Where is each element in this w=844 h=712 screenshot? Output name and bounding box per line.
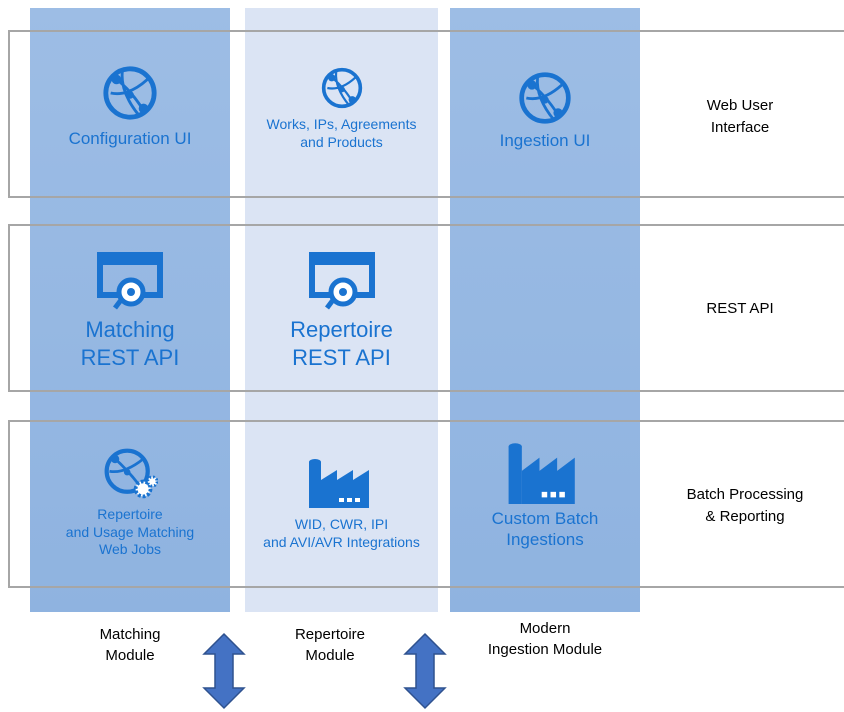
api-window-icon — [308, 252, 375, 310]
batch-layer — [8, 420, 844, 588]
matching-api-cell: Matching REST API — [30, 252, 230, 371]
layer-label-rest: REST API — [706, 300, 774, 317]
layer-label-batch: Batch Processing & Reporting — [686, 486, 804, 525]
repertoire-api-cell: Repertoire REST API — [245, 252, 438, 371]
matching-module-column — [30, 8, 230, 612]
integrations-label: WID, CWR, IPI and AVI/AVR Integrations — [263, 516, 420, 550]
globe-network-icon — [101, 64, 159, 122]
custom-batch-label: Custom Batch Ingestions — [491, 509, 599, 550]
module-label-matching: Matching Module — [99, 626, 161, 664]
repertoire-module-column — [245, 8, 438, 612]
repertoire-api-label: Repertoire REST API — [290, 317, 393, 370]
api-window-icon — [97, 252, 163, 310]
globe-network-icon — [320, 66, 364, 110]
factory-icon — [305, 458, 379, 508]
ingestion-ui-cell: Ingestion UI — [450, 70, 640, 151]
double-arrow-icon — [403, 632, 447, 710]
web-ui-layer — [8, 30, 844, 198]
ingestion-ui-label: Ingestion UI — [499, 131, 591, 150]
layer-label-web: Web User Interface — [706, 97, 774, 136]
globe-gears-icon — [102, 446, 158, 502]
double-arrow-icon — [202, 632, 246, 710]
rest-api-layer — [8, 224, 844, 392]
module-label-repertoire: Repertoire Module — [294, 626, 366, 664]
works-ui-label: Works, IPs, Agreements and Products — [266, 116, 417, 150]
matching-jobs-label: Repertoire and Usage Matching Web Jobs — [65, 506, 195, 557]
module-label-ingestion: Modern Ingestion Module — [487, 620, 603, 658]
integrations-cell: WID, CWR, IPI and AVI/AVR Integrations — [245, 458, 438, 551]
globe-network-icon — [517, 70, 573, 126]
matching-api-label: Matching REST API — [80, 317, 180, 370]
custom-batch-cell: Custom Batch Ingestions — [450, 440, 640, 551]
factory-icon — [504, 440, 586, 504]
works-ui-cell: Works, IPs, Agreements and Products — [245, 66, 438, 151]
matching-jobs-cell: Repertoire and Usage Matching Web Jobs — [30, 446, 230, 559]
configuration-ui-label: Configuration UI — [68, 129, 192, 148]
configuration-ui-cell: Configuration UI — [30, 64, 230, 149]
